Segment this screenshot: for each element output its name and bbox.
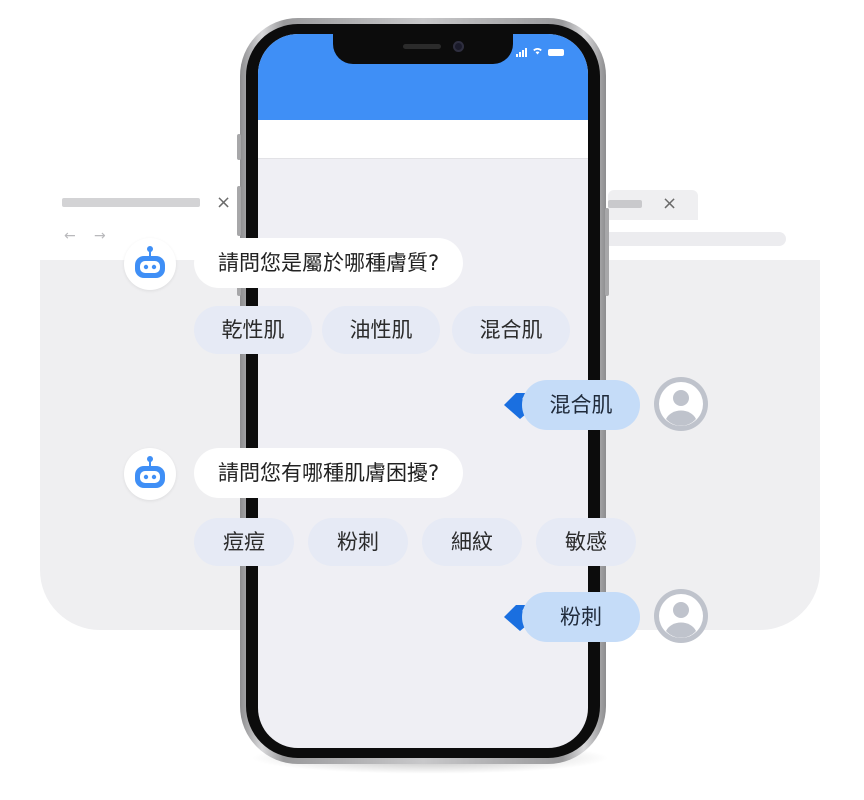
user-avatar	[654, 377, 708, 431]
back-arrow-icon[interactable]: ←	[64, 228, 76, 244]
robot-icon	[135, 456, 165, 488]
forward-arrow-icon[interactable]: →	[94, 228, 106, 244]
signal-icon	[516, 47, 527, 57]
bot-question-skin-type: 請問您是屬於哪種膚質?	[194, 238, 464, 288]
mute-switch	[237, 134, 241, 160]
close-icon[interactable]: ×	[662, 193, 678, 214]
battery-icon	[548, 48, 564, 56]
power-button	[605, 208, 609, 296]
bot-question-skin-concern: 請問您有哪種肌膚困擾?	[194, 448, 464, 498]
option-chip-blackheads[interactable]: 粉刺	[308, 518, 408, 566]
wifi-icon	[532, 46, 543, 58]
status-bar	[516, 46, 564, 58]
app-subheader	[258, 120, 588, 159]
browser-tab-title-placeholder	[608, 200, 642, 208]
address-bar[interactable]	[580, 232, 786, 246]
user-answer-skin-concern: 粉刺	[522, 592, 640, 642]
bot-avatar	[124, 238, 176, 290]
volume-up-button	[237, 186, 241, 236]
phone-notch	[333, 34, 513, 64]
close-icon[interactable]: ×	[216, 192, 232, 213]
speaker-grille	[403, 44, 441, 49]
bot-avatar	[124, 448, 176, 500]
user-answer-skin-type: 混合肌	[522, 380, 640, 430]
option-chip-oily-skin[interactable]: 油性肌	[322, 306, 440, 354]
front-camera	[453, 41, 464, 52]
option-chip-combination-skin[interactable]: 混合肌	[452, 306, 570, 354]
option-chip-fine-lines[interactable]: 細紋	[422, 518, 522, 566]
option-chip-sensitive[interactable]: 敏感	[536, 518, 636, 566]
user-icon	[659, 382, 703, 426]
option-chip-acne[interactable]: 痘痘	[194, 518, 294, 566]
robot-icon	[135, 246, 165, 278]
user-icon	[659, 594, 703, 638]
user-avatar	[654, 589, 708, 643]
browser-tab-title-placeholder	[62, 198, 200, 207]
option-chip-dry-skin[interactable]: 乾性肌	[194, 306, 312, 354]
